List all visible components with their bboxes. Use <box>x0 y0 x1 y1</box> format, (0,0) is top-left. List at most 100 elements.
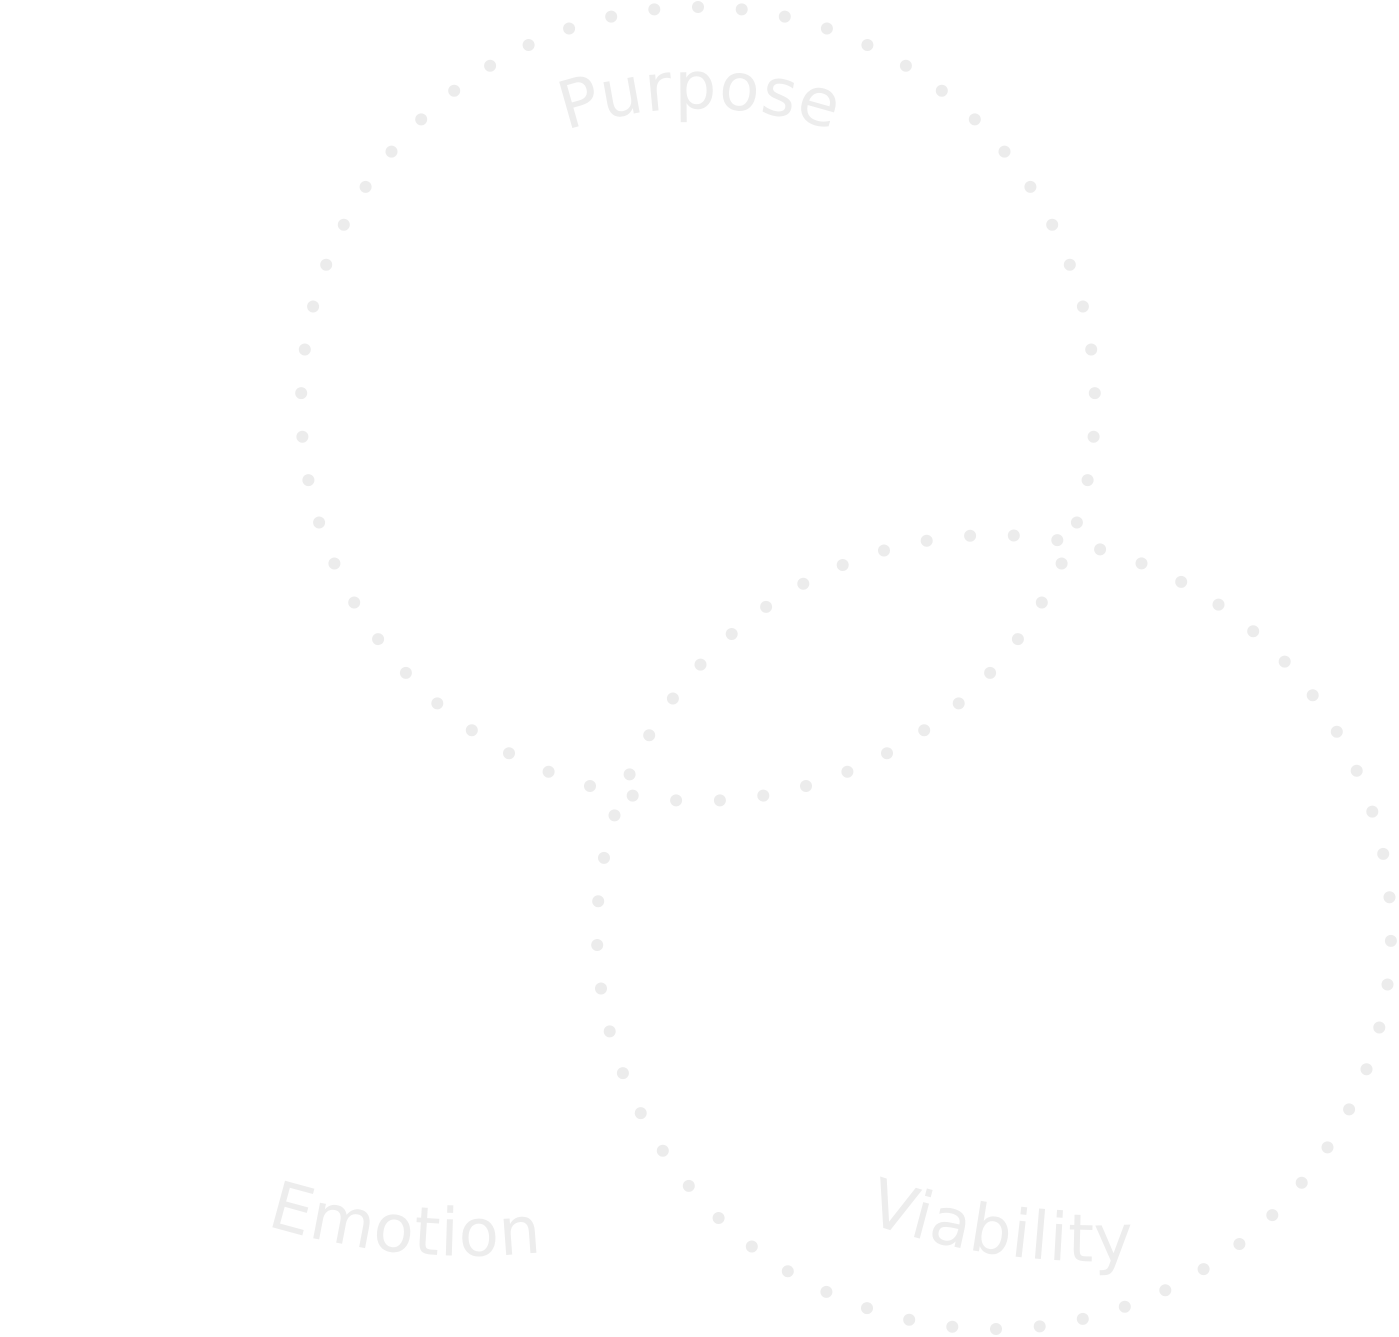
circle-dot <box>899 59 912 72</box>
circle-dot <box>1384 934 1397 947</box>
circle-dot <box>1306 689 1319 702</box>
circle-dot <box>952 697 965 710</box>
circle-dot <box>1233 1238 1246 1250</box>
circle-dot <box>1381 978 1394 991</box>
circle-dot <box>348 596 361 609</box>
circle-dot <box>1175 575 1188 588</box>
circle-dot <box>295 387 308 400</box>
circle-dot <box>1094 543 1107 556</box>
circle-dot <box>503 747 515 760</box>
circle-dot <box>598 851 610 864</box>
circle-dot <box>946 1320 959 1333</box>
circle-dot <box>320 258 333 271</box>
circle-dot <box>385 145 398 158</box>
circle-dot <box>682 1179 695 1192</box>
circle-dot <box>1081 474 1094 487</box>
circle-dot <box>605 10 618 23</box>
circle-dot <box>1247 625 1260 638</box>
circle-dot <box>1330 725 1343 738</box>
circle-dot <box>399 666 412 679</box>
circle-dot <box>1350 764 1363 777</box>
circle-dot <box>1033 1320 1046 1333</box>
circle-dot <box>603 1025 616 1038</box>
circle-dot <box>296 430 309 443</box>
circle-dot <box>1212 598 1225 611</box>
circle-dot <box>616 1067 629 1080</box>
circle-dot <box>563 22 576 35</box>
circle-dot <box>465 724 478 737</box>
circle-dot <box>634 1107 647 1120</box>
circle-dot <box>1085 343 1098 356</box>
circle-dot <box>431 697 444 710</box>
circle-dot <box>1159 1284 1172 1297</box>
circle-dot <box>372 633 385 646</box>
circle-dot <box>918 724 931 737</box>
emotion-label: Emotion <box>262 1167 544 1272</box>
circle-dot <box>990 1323 1002 1335</box>
circle-dot <box>881 747 893 760</box>
circle-dot <box>337 218 350 231</box>
circle-dot <box>298 343 311 356</box>
circle-dot <box>903 1313 916 1326</box>
circle-dot <box>1055 557 1068 570</box>
viability-label: Viability <box>860 1164 1134 1278</box>
circle-dot <box>542 765 555 778</box>
circle-dot <box>584 780 596 792</box>
circle-dot <box>800 780 812 792</box>
circle-dot <box>1035 596 1048 609</box>
circle-dot <box>1070 516 1083 529</box>
circle-dot <box>694 658 707 671</box>
circle-dot <box>841 765 854 778</box>
circle-dot <box>307 300 320 313</box>
circle-dot <box>713 794 726 807</box>
circle-dot <box>1011 633 1024 646</box>
circle-dot <box>836 559 849 571</box>
circle-dot <box>1007 529 1020 542</box>
circle-dot <box>984 666 997 679</box>
circle-dot <box>692 1 704 13</box>
circle-dot <box>656 1144 669 1157</box>
purpose-circle <box>295 1 1101 807</box>
circle-dot <box>626 789 639 802</box>
circle-dot <box>935 84 948 97</box>
circle-dot <box>328 557 341 570</box>
circle-dot <box>1373 1021 1386 1034</box>
circle-dot <box>1076 300 1089 313</box>
circle-dot <box>1295 1176 1308 1189</box>
circle-dot <box>745 1240 758 1253</box>
circle-dot <box>1051 534 1064 547</box>
circle-dot <box>998 145 1011 158</box>
circle-dot <box>1278 655 1291 668</box>
circle-dot <box>757 789 770 802</box>
circle-dot <box>448 84 461 97</box>
circle-dot <box>666 692 679 705</box>
circle-dot <box>1118 1300 1131 1313</box>
circle-dot <box>1135 557 1148 570</box>
circle-dot <box>670 794 683 807</box>
circle-dot <box>760 600 773 613</box>
circle-dot <box>1366 805 1379 818</box>
circle-dot <box>592 895 605 908</box>
circle-dot <box>1087 430 1100 443</box>
circle-dot <box>595 982 607 995</box>
circle-dot <box>968 113 981 126</box>
circle-dot <box>648 3 661 16</box>
circle-dot <box>302 474 315 487</box>
circle-dot <box>313 516 326 529</box>
purpose-label: Purpose <box>550 47 851 145</box>
circle-dot <box>608 809 621 822</box>
viability-circle <box>591 529 1397 1335</box>
circle-dot <box>643 729 656 742</box>
circle-dot <box>1076 1312 1089 1325</box>
circle-dot <box>1024 180 1037 193</box>
circle-dot <box>781 1265 794 1278</box>
circle-dot <box>623 768 636 781</box>
circle-dot <box>861 39 874 51</box>
circle-dot <box>964 529 977 542</box>
circle-dot <box>735 3 748 16</box>
circle-dot <box>797 577 810 590</box>
circle-dot <box>1377 847 1390 860</box>
circle-dot <box>1343 1103 1356 1116</box>
circle-dot <box>820 1285 833 1298</box>
